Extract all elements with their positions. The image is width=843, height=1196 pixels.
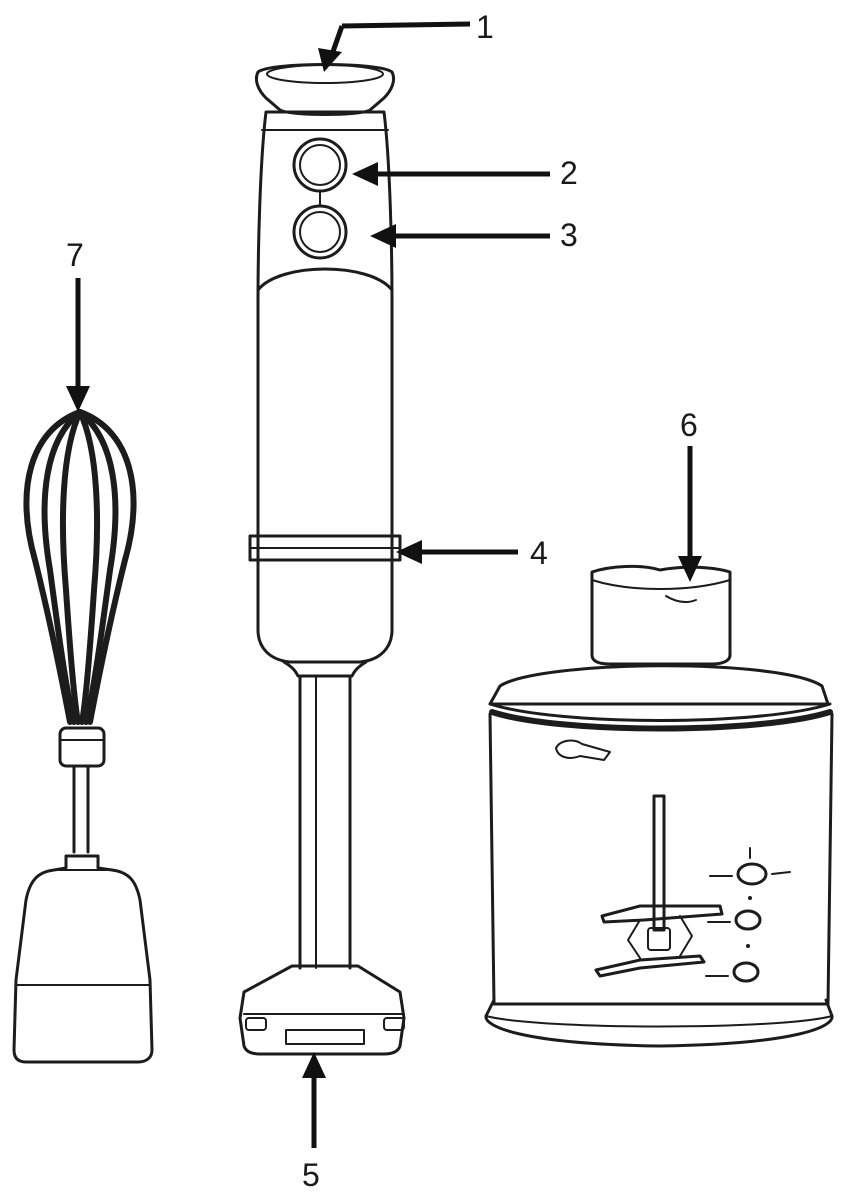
whisk-shaft bbox=[72, 764, 90, 854]
arrowhead-6 bbox=[678, 556, 702, 582]
callout-6: 6 bbox=[680, 407, 698, 443]
grip-band bbox=[256, 267, 394, 292]
chopper-pin bbox=[652, 794, 666, 932]
chopper-bowl-body bbox=[488, 712, 834, 1006]
callout-5: 5 bbox=[302, 1157, 320, 1193]
chopper-bowl bbox=[484, 564, 834, 1048]
arrowhead-3 bbox=[370, 224, 396, 248]
callout-4: 4 bbox=[530, 535, 548, 571]
speed-button-1[interactable] bbox=[292, 137, 348, 193]
hand-blender bbox=[238, 63, 406, 1056]
capacity-markings bbox=[705, 847, 791, 983]
arrowhead-7 bbox=[66, 386, 90, 412]
chopper-coupling bbox=[590, 564, 732, 666]
chopper-lid bbox=[488, 664, 830, 706]
blending-shaft bbox=[298, 674, 352, 970]
chopper-blade-upper bbox=[600, 904, 724, 924]
speed-button-2[interactable] bbox=[292, 204, 348, 260]
callout-1: 1 bbox=[476, 9, 494, 45]
callout-7: 7 bbox=[66, 237, 84, 273]
whisk-wires bbox=[23, 409, 137, 725]
shaft-connector bbox=[282, 660, 368, 678]
arrowhead-2 bbox=[352, 162, 378, 186]
callout-arrows bbox=[66, 21, 702, 1148]
whisk-attachment bbox=[12, 409, 154, 1064]
chopper-blade-lower bbox=[594, 954, 706, 978]
motor-housing bbox=[256, 110, 394, 664]
top-cap bbox=[254, 63, 396, 116]
chopper-base bbox=[484, 998, 834, 1048]
callout-labels: 1 2 3 4 5 6 7 bbox=[66, 9, 698, 1193]
blade-guard bbox=[238, 964, 406, 1056]
release-ring bbox=[248, 534, 402, 562]
whisk-gearbox bbox=[12, 854, 154, 1064]
lid-latch bbox=[555, 739, 611, 761]
arrow-1 bbox=[341, 21, 471, 29]
arrowhead-1 bbox=[318, 48, 342, 72]
callout-3: 3 bbox=[560, 217, 578, 253]
whisk-collar bbox=[58, 726, 106, 768]
arrowhead-5 bbox=[302, 1052, 326, 1078]
arrowhead-4 bbox=[396, 540, 422, 564]
callout-2: 2 bbox=[560, 155, 578, 191]
